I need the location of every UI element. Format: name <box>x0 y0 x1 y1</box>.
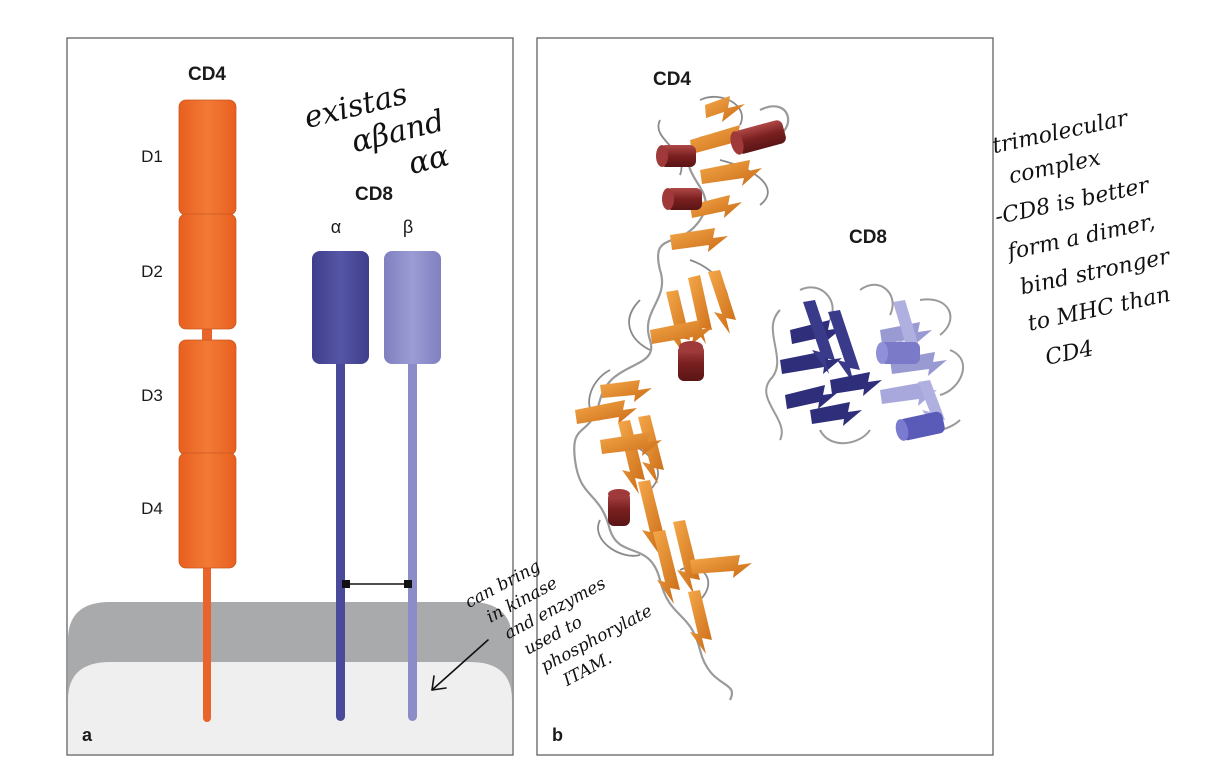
annotation-right-line: trimolecular <box>990 106 1131 159</box>
annotation-right: trimolecular complex -CD8 is better form… <box>990 106 1173 371</box>
cd8-bond-end-beta <box>404 580 412 588</box>
cd8-alpha-domain <box>312 251 369 364</box>
panel-a: CD4 D1 D2 D3 D4 CD8 α β a <box>66 37 514 756</box>
cd8-alpha-label: α <box>331 217 341 237</box>
cd4-helix <box>662 188 702 210</box>
cd4-helix <box>730 120 786 155</box>
cd4-domain-d4 <box>178 452 237 569</box>
cd4-domain-d3 <box>178 339 237 456</box>
cd8-title: CD8 <box>355 184 393 205</box>
cd8-ribbon-structure <box>765 283 965 445</box>
cd4-ribbon-structure <box>573 95 790 701</box>
annotation-right-line: CD4 <box>1043 336 1096 371</box>
cd4-title: CD4 <box>188 64 226 85</box>
cd4-domain-d1 <box>178 99 237 216</box>
panel-b: CD4 CD8 <box>536 37 994 756</box>
cd4-helix <box>678 341 704 381</box>
cd4-helix <box>608 489 630 526</box>
panel-b-cd8-label: CD8 <box>849 227 887 248</box>
cd4-linker <box>202 322 212 344</box>
cytoplasm-area <box>68 662 512 754</box>
cd4-d4-label: D4 <box>141 499 163 518</box>
cd8-helix <box>895 411 945 441</box>
cd8-helix <box>876 342 920 364</box>
panel-b-letter: b <box>552 725 563 745</box>
cd8-alpha-stalk <box>336 355 345 721</box>
cd8-beta-domain <box>384 251 441 364</box>
panel-a-letter: a <box>82 725 93 745</box>
annotation-arrow <box>431 639 489 691</box>
cd4-d3-label: D3 <box>141 386 163 405</box>
cd4-d1-label: D1 <box>141 147 163 166</box>
cd4-domain-d2 <box>178 213 237 330</box>
cd4-helix <box>656 145 696 167</box>
cd8-beta-label: β <box>403 217 413 237</box>
cd4-stalk <box>203 560 211 722</box>
cd4-d2-label: D2 <box>141 262 163 281</box>
panel-b-cd4-label: CD4 <box>653 69 691 90</box>
cd8-bond-end-alpha <box>342 580 350 588</box>
cd8-beta-stalk <box>408 355 417 721</box>
